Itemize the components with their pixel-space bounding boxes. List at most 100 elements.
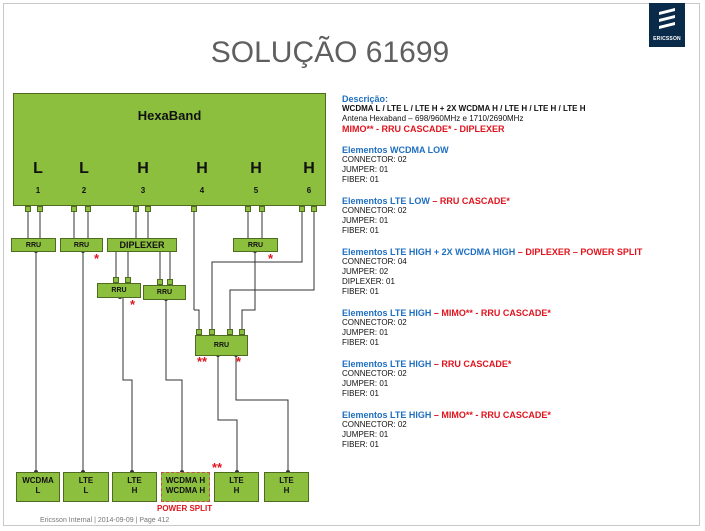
section-title: Elementos LTE HIGH [342,410,432,420]
section-tag: RRU CASCADE* [439,196,510,206]
section-tag: RRU CASCADE* [441,359,512,369]
rru-connector [196,329,202,335]
antenna-connector [145,206,151,212]
elements-panel: Descrição: WCDMA L / LTE L / LTE H + 2X … [342,94,697,461]
rru-label: RRU [213,342,230,349]
section-line: CONNECTOR: 02 [342,155,407,164]
cascade-marker: * [236,354,242,369]
hexaband-label: HexaBand [137,108,202,123]
section-title: Elementos LTE HIGH [342,308,432,318]
section-heading: Elementos LTE HIGH – MIMO** - RRU CASCAD… [342,308,551,318]
band-4: H [196,160,208,177]
port-3: 3 [140,186,146,195]
description-line1: WCDMA L / LTE L / LTE H + 2X WCDMA H / L… [342,104,586,113]
section-tag: DIPLEXER – POWER SPLIT [525,247,643,257]
diplexer-connector [113,277,119,283]
section-tag: MIMO** - RRU CASCADE* [441,308,551,318]
diplexer-label: DIPLEXER [119,240,165,250]
antenna-lte-h-6: LTE H [264,472,309,502]
antenna-connector [25,206,31,212]
cascade-marker: * [130,297,136,312]
band-6: H [303,160,315,177]
antenna-label-line1: WCDMA H [165,476,206,485]
port-2: 2 [81,186,87,195]
section-line: CONNECTOR: 02 [342,206,407,215]
section-line: JUMPER: 01 [342,165,389,174]
section-heading: Elementos LTE LOW – RRU CASCADE* [342,196,510,206]
section-line: JUMPER: 02 [342,267,389,276]
slide-footer: Ericsson Internal | 2014-09-09 | Page 41… [40,517,170,524]
antenna-label-line2: L [83,486,89,495]
cascade-marker: * [94,251,100,266]
section-line: FIBER: 01 [342,287,379,296]
section-heading: Elementos LTE HIGH – RRU CASCADE* [342,359,512,369]
mimo-marker: ** [212,460,223,475]
section-line: JUMPER: 01 [342,430,389,439]
section-line: JUMPER: 01 [342,379,389,388]
section-title: Elementos LTE HIGH [342,359,432,369]
antenna-lte-h-mimo: LTE H [214,472,259,502]
section-line: CONNECTOR: 02 [342,369,407,378]
antenna-wcdma-l: WCDMA L [16,472,60,502]
section-line: FIBER: 01 [342,226,379,235]
section-line: FIBER: 01 [342,440,379,449]
antenna-label-line2: L [35,486,41,495]
section-line: JUMPER: 01 [342,216,389,225]
antenna-label-line2: H [131,486,138,495]
antenna-lte-h: LTE H [112,472,157,502]
slide-title: SOLUÇÃO 61699 [210,36,450,69]
ericsson-logo: ERICSSON [649,3,685,47]
diplexer-connector [167,279,173,285]
section-line: FIBER: 01 [342,389,379,398]
rru-label: RRU [111,287,127,294]
band-3: H [137,160,149,177]
antenna-label-line1: WCDMA [22,476,54,485]
logo-wordmark: ERICSSON [653,36,681,42]
cascade-marker: * [268,251,274,266]
antenna-label-line2: H [233,486,240,495]
section-lte-high-cascade: Elementos LTE HIGH – RRU CASCADE* CONNEC… [342,359,697,399]
rru-lte-low: RRU [60,238,103,252]
rru-connector [239,329,245,335]
section-line: CONNECTOR: 02 [342,318,407,327]
section-lte-low: Elementos LTE LOW – RRU CASCADE* CONNECT… [342,196,697,236]
description-line2: Antena Hexaband – 698/960MHz e 1710/2690… [342,114,524,123]
mimo-marker: ** [197,354,208,369]
section-heading: Elementos LTE HIGH – MIMO** - RRU CASCAD… [342,410,551,420]
diplexer-connector [157,279,163,285]
port-4: 4 [199,186,205,195]
section-heading: Elementos LTE HIGH + 2X WCDMA HIGH – DIP… [342,247,643,257]
antenna-connector [311,206,317,212]
section-line: CONNECTOR: 02 [342,420,407,429]
antenna-lte-l: LTE L [63,472,109,502]
description-heading: Descrição: [342,94,389,104]
section-heading: Elementos WCDMA LOW [342,145,697,155]
hexaband-antenna: HexaBand L L H H H H 1 2 3 4 5 6 [13,93,326,206]
rru-connector [227,329,233,335]
rru-lte-high-3: RRU [97,283,141,298]
antenna-label-line1: LTE [229,476,244,485]
antenna-label-line2: WCDMA H [165,486,206,495]
port-1: 1 [35,186,41,195]
ericsson-mark-icon [659,8,675,29]
rru-lte-high-mimo: RRU [195,335,248,356]
section-line: DIPLEXER: 01 [342,277,395,286]
antenna-label-line2: H [283,486,290,495]
slide-frame [3,3,700,526]
rru-label: RRU [25,241,42,249]
section-title: Elementos LTE LOW [342,196,430,206]
section-tag: MIMO** - RRU CASCADE* [441,410,551,420]
section-title: Elementos WCDMA LOW [342,145,449,155]
port-5: 5 [253,186,259,195]
section-title: Elementos LTE HIGH + 2X WCDMA HIGH [342,247,516,257]
rru-label: RRU [156,289,173,296]
antenna-connector [245,206,251,212]
description-block: Descrição: WCDMA L / LTE L / LTE H + 2X … [342,94,697,134]
rru-wcdma-low: RRU [11,238,56,252]
description-line3: MIMO** - RRU CASCADE* - DIPLEXER [342,124,505,134]
antenna-connector [37,206,43,212]
diplexer-connector [125,277,131,283]
antenna-wcdma-h-power-split: WCDMA H WCDMA H [161,472,210,502]
port-6: 6 [306,186,312,195]
